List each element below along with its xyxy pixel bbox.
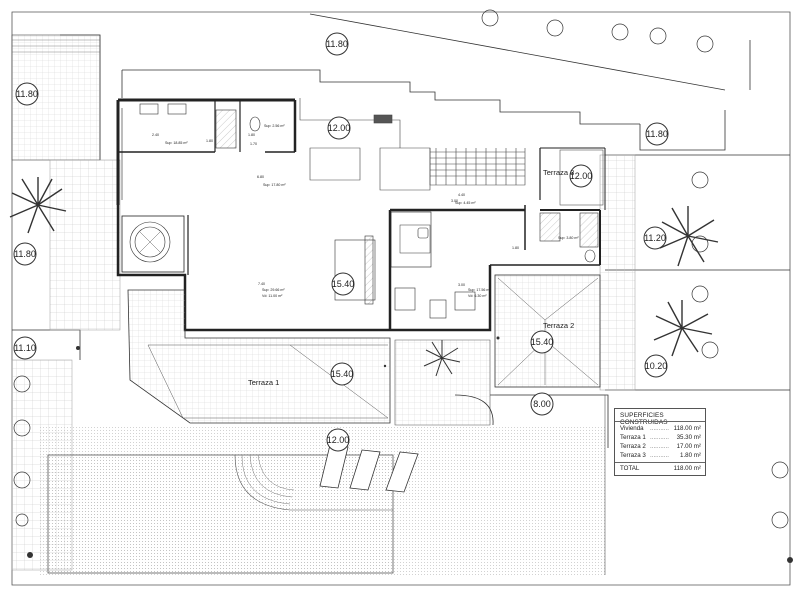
level-marker: 11.20 (643, 226, 667, 250)
level-marker: 12.00 (327, 116, 351, 140)
room-labels: Sup: 18.85 m² Sup: 2.56 m² Sup: 17.80 m²… (165, 124, 579, 298)
dimension: 6.80 (257, 175, 264, 179)
terrace-1-label: Terraza 1 (248, 378, 279, 387)
svg-text:15.40: 15.40 (332, 279, 355, 289)
terrace-3 (559, 149, 604, 206)
level-marker: 11.10 (13, 336, 37, 360)
level-marker: 15.40 (330, 362, 354, 386)
upper-stairs (299, 98, 526, 191)
terrace-2 (494, 274, 601, 388)
dimension: 1.80 (512, 246, 519, 250)
svg-text:11.80: 11.80 (646, 129, 668, 139)
pool-area (40, 394, 606, 575)
svg-text:10.20: 10.20 (645, 361, 668, 371)
dimension: 2.40 (152, 133, 159, 137)
svg-text:8.00: 8.00 (533, 399, 551, 409)
svg-text:15.40: 15.40 (331, 369, 354, 379)
dimension: 1.80 (206, 139, 213, 143)
svg-text:11.20: 11.20 (644, 233, 666, 243)
room-area: Vd: 11.00 m² (262, 294, 283, 298)
level-marker: 11.80 (13, 242, 37, 266)
room-area: Sup: 3.80 m² (558, 236, 579, 240)
fixtures (129, 103, 599, 319)
room-area: Sup: 2.56 m² (264, 124, 285, 128)
level-marker: 11.80 (15, 82, 39, 106)
level-markers: 11.80 11.80 12.00 12.00 11.80 11.80 11.2… (13, 32, 669, 452)
terrace-labels: Terraza 1 Terraza 2 Terraza 3 (248, 168, 574, 387)
svg-text:11.80: 11.80 (16, 89, 38, 99)
room-area: Vd: 6.30 m² (468, 294, 487, 298)
room-area: Sup: 29.66 m² (262, 288, 285, 292)
room-area: Sup: 4.45 m² (455, 201, 476, 205)
house-walls (116, 98, 606, 332)
terrace-3-label: Terraza 3 (543, 168, 574, 177)
entry-patio (394, 339, 494, 426)
terrace-1 (127, 289, 391, 424)
level-marker: 11.80 (645, 122, 669, 146)
dimension: 7.40 (258, 282, 265, 286)
section-marks (27, 336, 793, 563)
sun-loungers (319, 444, 419, 493)
level-marker: 12.00 (569, 164, 593, 188)
level-marker: 10.20 (644, 354, 668, 378)
surface-row: Vivienda...........118.00 m² (620, 425, 701, 432)
room-area: Sup: 18.85 m² (165, 141, 188, 145)
dimension: 1.70 (250, 142, 257, 146)
terrace-2-label: Terraza 2 (543, 321, 574, 330)
level-marker: 8.00 (530, 392, 554, 416)
surface-row: Terraza 1...........35.30 m² (620, 434, 701, 441)
svg-text:11.10: 11.10 (14, 343, 36, 353)
dimension: 3.00 (451, 199, 458, 203)
surface-row: Terraza 3...........1.80 m² (620, 452, 701, 459)
svg-text:15.40: 15.40 (531, 337, 554, 347)
level-marker: 12.00 (326, 428, 350, 452)
svg-text:12.00: 12.00 (570, 171, 593, 181)
level-marker: 11.80 (325, 32, 349, 56)
dimension-labels: 2.40 6.80 4.40 7.40 3.00 1.80 3.00 1.80 … (152, 133, 519, 287)
room-area: Sup: 17.56 m² (468, 288, 491, 292)
room-area: Sup: 17.80 m² (263, 183, 286, 187)
svg-text:11.80: 11.80 (14, 249, 36, 259)
svg-text:12.00: 12.00 (327, 435, 350, 445)
dimension: 3.00 (458, 283, 465, 287)
surfaces-title: SUPERFICIES CONSTRUIDAS (620, 412, 668, 426)
palm-trees (9, 177, 719, 377)
surface-row: Terraza 2...........17.00 m² (620, 443, 701, 450)
dimension: 1.80 (248, 133, 255, 137)
level-marker: 15.40 (331, 272, 355, 296)
dimension: 4.40 (458, 193, 465, 197)
svg-text:11.80: 11.80 (326, 39, 348, 49)
surfaces-table: SUPERFICIES CONSTRUIDAS Vivienda........… (614, 408, 706, 476)
level-marker: 15.40 (530, 330, 554, 354)
svg-text:12.00: 12.00 (328, 123, 351, 133)
trees (13, 9, 789, 529)
